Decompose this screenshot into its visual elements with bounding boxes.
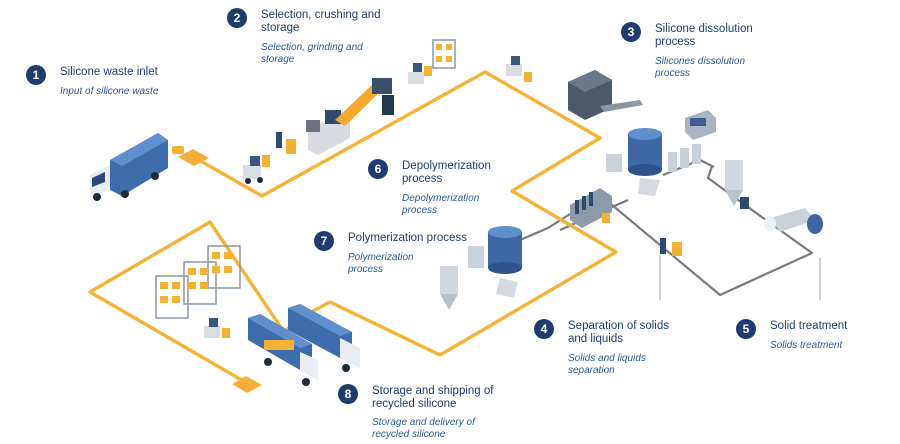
step-badge: 5 <box>736 319 756 339</box>
step-subtitle: Solids and liquids separation <box>568 353 646 376</box>
step-title: Silicone dissolution process <box>655 23 753 48</box>
step-7: 7 Polymerization process Polymerization … <box>314 231 498 276</box>
forklift-1 <box>243 155 270 184</box>
forklift-3 <box>506 56 532 82</box>
waste-bags <box>172 146 184 154</box>
warehouse-racks <box>155 245 241 319</box>
step-1: 1 Silicone waste inlet Input of silicone… <box>26 65 159 98</box>
step-title: Silicone waste inlet <box>60 66 158 78</box>
step-subtitle: Polymerization process <box>348 252 414 275</box>
step-3: 3 Silicone dissolution process Silicones… <box>621 22 765 80</box>
treatment-unit <box>685 110 716 140</box>
step-2: 2 Selection, crushing and storage Select… <box>227 8 396 66</box>
step-6: 6 Depolymerization process Depolymerizat… <box>368 159 512 217</box>
step-title: Solid treatment <box>770 320 848 332</box>
step-8: 8 Storage and shipping of recycled silic… <box>338 384 512 441</box>
storage-racks-small <box>432 39 456 69</box>
shipping-truck-2 <box>288 304 360 372</box>
step-title: Depolymerization process <box>402 160 491 185</box>
step-subtitle: Silicones dissolution process <box>655 56 746 79</box>
rack-boxes <box>160 252 232 303</box>
step-badge: 8 <box>338 384 358 404</box>
step-subtitle: Input of silicone waste <box>60 86 159 97</box>
step-title: Polymerization process <box>348 232 467 244</box>
delivery-truck <box>90 133 168 201</box>
step-title: Separation of solids and liquids <box>568 320 670 345</box>
step-subtitle: Solids treatment <box>770 340 843 351</box>
dissolution-reactor <box>606 128 662 196</box>
step-badge: 6 <box>368 159 388 179</box>
crushing-machine <box>306 110 350 155</box>
step-badge: 3 <box>621 22 641 42</box>
drop-lines <box>659 255 821 300</box>
filter-tanks <box>668 144 701 172</box>
step-badge: 2 <box>227 8 247 28</box>
step-badge: 1 <box>26 65 46 85</box>
step-badge: 4 <box>534 319 554 339</box>
orange-flow-path <box>88 70 618 384</box>
silo <box>725 160 743 206</box>
worker-1 <box>276 132 282 148</box>
step-subtitle: Depolymerization process <box>402 193 480 216</box>
worker-2 <box>660 238 666 254</box>
step-title: Storage and shipping of recycled silicon… <box>372 385 494 410</box>
rotary-dryer <box>764 208 823 234</box>
step-subtitle: Storage and delivery of recycled silicon… <box>372 417 475 440</box>
forklift-2 <box>408 63 432 84</box>
step-title: Selection, crushing and storage <box>261 9 381 34</box>
polymerization-reactor <box>468 226 522 298</box>
hopper-conveyor <box>568 70 643 120</box>
bin <box>672 242 682 256</box>
filter-press <box>570 188 612 228</box>
shipping-truck-1 <box>248 314 318 386</box>
step-badge: 7 <box>314 231 334 251</box>
forklift-4 <box>204 318 230 338</box>
conveyor-belt <box>335 78 394 126</box>
control-box <box>740 197 749 209</box>
step-5: 5 Solid treatment Solids treatment <box>736 319 848 352</box>
pallet-box <box>286 139 296 154</box>
silo-2 <box>440 266 458 310</box>
step-subtitle: Selection, grinding and storage <box>261 42 363 65</box>
outlet-pad <box>232 376 262 393</box>
step-4: 4 Separation of solids and liquids Solid… <box>534 319 683 377</box>
inlet-pad <box>178 149 209 166</box>
